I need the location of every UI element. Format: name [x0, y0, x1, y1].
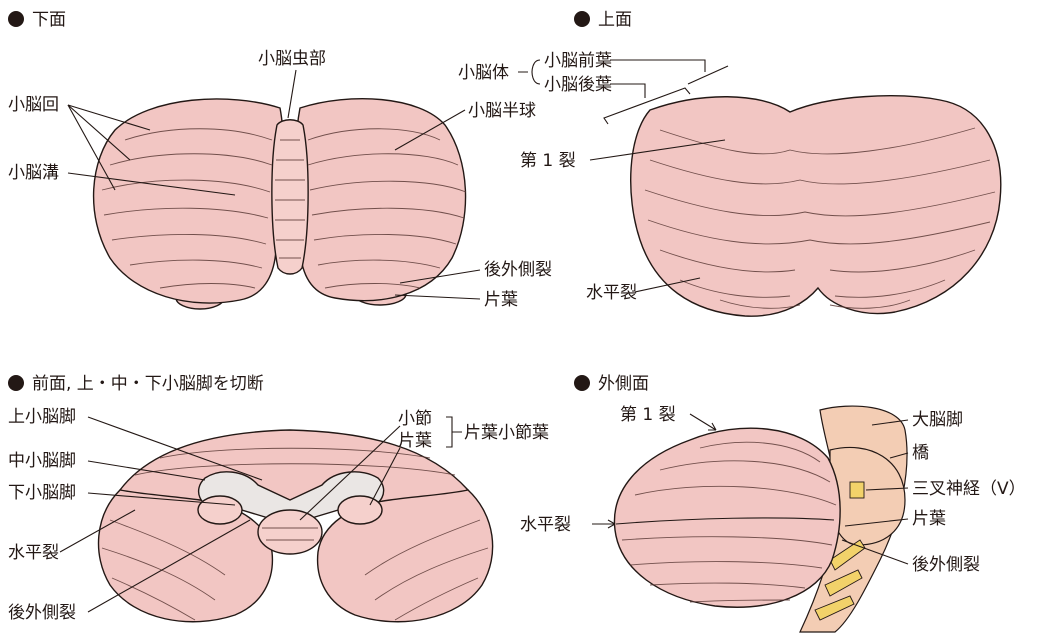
cerebellum-anterior-illustration — [99, 430, 493, 622]
leader-horizontal-fissure-lat — [592, 520, 615, 528]
cerebellum-superior-illustration — [631, 96, 1001, 316]
hemisphere-left — [94, 99, 284, 303]
label-posterolateral-fissure-inf: 後外側裂 — [484, 260, 552, 280]
flocculus-ant-left — [198, 496, 242, 524]
label-pons: 橋 — [912, 443, 929, 463]
flocculus-ant-right — [338, 496, 382, 524]
title-lateral: 外側面 — [598, 374, 649, 394]
panel-anterior-view: 前面, 上・中・下小脳脚を切断 上小脳脚 中 — [8, 374, 549, 623]
label-flocculus-inf: 片葉 — [484, 290, 518, 310]
trigeminal-nerve — [850, 482, 864, 498]
leader-flocculus-inf — [395, 295, 480, 299]
label-middle-peduncle: 中小脳脚 — [8, 451, 76, 471]
label-primary-fissure-lat: 第 1 裂 — [620, 405, 676, 425]
label-horizontal-fissure-sup: 水平裂 — [586, 283, 637, 303]
label-flocculus-lat: 片葉 — [912, 509, 946, 529]
label-trigeminal-nerve: 三叉神経（V） — [912, 479, 1026, 499]
leader-posterior-lobe — [610, 84, 645, 98]
label-superior-peduncle: 上小脳脚 — [8, 407, 76, 427]
title-superior: 上面 — [598, 10, 632, 30]
leader-vermis — [288, 70, 296, 118]
label-horizontal-fissure-ant: 水平裂 — [8, 543, 59, 563]
lateral-cerebellum — [614, 428, 840, 607]
label-sulci: 小脳溝 — [8, 163, 59, 183]
label-vermis: 小脳虫部 — [258, 49, 326, 69]
label-primary-fissure-sup: 第 1 裂 — [520, 151, 576, 171]
label-horizontal-fissure-lat: 水平裂 — [520, 515, 571, 535]
bullet-icon — [574, 11, 590, 27]
label-cerebral-peduncle: 大脳脚 — [912, 410, 963, 430]
bracket-flocculonodular — [446, 417, 462, 447]
bracket-corpus — [518, 60, 540, 84]
leader-primary-fissure-lat — [690, 414, 716, 430]
label-corpus: 小脳体 — [458, 63, 509, 83]
superior-cerebellum-body — [631, 96, 1001, 316]
cerebellum-lateral-illustration — [614, 406, 907, 632]
label-anterior-lobe: 小脳前葉 — [544, 51, 612, 71]
label-posterolateral-fissure-ant: 後外側裂 — [8, 603, 76, 623]
label-posterolateral-fissure-lat: 後外側裂 — [912, 555, 980, 575]
bullet-icon — [8, 375, 24, 391]
panel-inferior-view: 下面 — [8, 10, 552, 310]
label-inferior-peduncle: 下小脳脚 — [8, 483, 76, 503]
title-inferior: 下面 — [32, 10, 66, 30]
bracket-anterior-lobe — [688, 66, 728, 84]
bullet-icon — [8, 11, 24, 27]
label-posterior-lobe: 小脳後葉 — [544, 75, 612, 95]
title-anterior: 前面, 上・中・下小脳脚を切断 — [32, 374, 264, 394]
label-nodulus: 小節 — [398, 409, 432, 429]
label-hemisphere: 小脳半球 — [468, 101, 536, 121]
vermis — [272, 120, 308, 274]
label-folia: 小脳回 — [8, 95, 59, 115]
bullet-icon — [574, 375, 590, 391]
leader-anterior-lobe — [610, 60, 705, 72]
label-flocculus-ant: 片葉 — [398, 431, 432, 451]
label-flocculonodular-lobe: 片葉小節葉 — [464, 423, 549, 443]
nodulus — [258, 510, 322, 554]
panel-lateral-view: 外側面 第 1 裂 大脳脚 橋 三叉神経（V） 片葉 — [520, 374, 1026, 632]
